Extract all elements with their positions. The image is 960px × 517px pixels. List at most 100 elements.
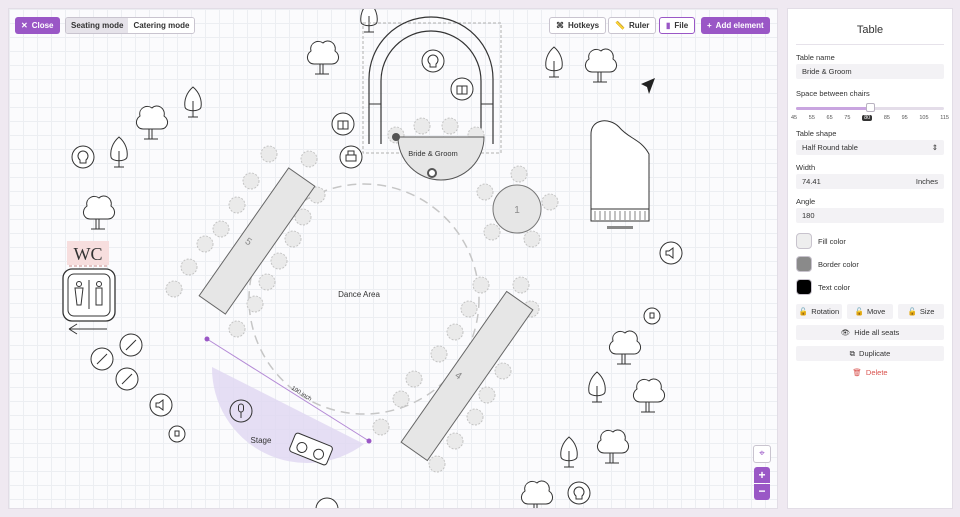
add-element-button[interactable]: + Add element <box>701 17 770 34</box>
angle-label: Angle <box>796 197 816 206</box>
duplicate-icon: ⧉ <box>849 348 856 358</box>
cake-icon <box>339 145 363 169</box>
stage-area[interactable] <box>211 367 364 464</box>
plug-icon <box>168 425 186 443</box>
angle-input[interactable]: 180 <box>796 208 944 223</box>
width-label: Width <box>796 163 816 172</box>
text-color-swatch[interactable] <box>796 279 812 295</box>
text-color-picker[interactable]: Text color <box>796 279 944 295</box>
tree-icon <box>110 136 128 168</box>
width-unit: Inches <box>915 177 938 186</box>
ruler-button[interactable]: 📏 Ruler <box>608 17 657 34</box>
light-bulb-icon <box>71 145 95 169</box>
ruler-label: 190 inch <box>290 386 312 403</box>
border-color-picker[interactable]: Border color <box>796 256 944 272</box>
select-arrows-icon: ⇕ <box>931 143 938 152</box>
speaker-icon <box>315 497 339 508</box>
trash-icon: 🗑 <box>852 368 862 377</box>
width-value: 74.41 <box>802 177 821 186</box>
bride-groom-area[interactable]: Bride & Groom <box>362 16 502 181</box>
file-button[interactable]: ▮ File <box>659 17 696 34</box>
resize-handle[interactable] <box>427 168 437 178</box>
tree-icon <box>306 40 340 75</box>
tree-icon <box>184 86 202 118</box>
crosshair-icon: ⌖ <box>759 448 765 459</box>
spacing-label: Space between chairs <box>796 89 870 98</box>
shape-value: Half Round table <box>802 143 858 152</box>
unlock-icon: 🔓 <box>854 307 864 316</box>
close-button[interactable]: ✕ Close <box>15 17 60 34</box>
size-lock-button[interactable]: 🔓Size <box>898 304 944 319</box>
fill-color-swatch[interactable] <box>796 233 812 249</box>
command-icon: ⌘ <box>556 21 564 30</box>
tree-icon <box>584 48 618 83</box>
exit-arrow-icon <box>68 323 107 335</box>
zoom-out-button[interactable]: − <box>754 484 770 500</box>
tree-icon <box>560 436 578 468</box>
firework-icon <box>119 333 143 357</box>
border-color-swatch[interactable] <box>796 256 812 272</box>
slider-ticks: 45 55 65 75 80 85 95 105 115 <box>791 115 949 121</box>
table-4-label: 4 <box>453 370 464 382</box>
tree-icon <box>135 105 169 140</box>
tree-icon <box>608 330 642 365</box>
close-icon: ✕ <box>21 21 28 30</box>
tree-icon <box>588 371 606 403</box>
catering-mode-tab[interactable]: Catering mode <box>128 18 195 33</box>
plus-icon: + <box>707 21 712 30</box>
table-1[interactable]: 1 <box>476 165 559 248</box>
spacing-slider[interactable] <box>796 103 944 114</box>
table-name-value: Bride & Groom <box>802 67 852 76</box>
width-input[interactable]: 74.41 Inches <box>796 174 944 189</box>
hide-seats-button[interactable]: 👁Hide all seats <box>796 325 944 340</box>
ruler-icon: 📏 <box>615 21 625 30</box>
table-1-label: 1 <box>514 205 520 216</box>
dj-console-icon <box>289 432 333 466</box>
table-name-label: Table name <box>796 53 835 62</box>
delete-button[interactable]: 🗑Delete <box>852 368 888 377</box>
move-lock-button[interactable]: 🔓Move <box>847 304 893 319</box>
table-name-input[interactable]: Bride & Groom <box>796 64 944 79</box>
rotate-handle[interactable] <box>392 133 400 141</box>
tree-icon <box>545 46 563 78</box>
seating-mode-tab[interactable]: Seating mode <box>66 18 129 33</box>
table-4[interactable]: 4 <box>372 276 540 473</box>
hotkeys-button[interactable]: ⌘ Hotkeys <box>549 17 607 34</box>
file-icon: ▮ <box>666 21 671 30</box>
eye-icon: 👁 <box>840 328 851 337</box>
tree-icon <box>596 429 630 464</box>
wc-label: WC <box>74 244 103 264</box>
speaker-icon <box>149 393 173 417</box>
table-5[interactable]: 5 <box>165 145 326 338</box>
duplicate-button[interactable]: ⧉Duplicate <box>796 346 944 361</box>
microphone-icon <box>229 399 253 423</box>
slider-thumb[interactable] <box>866 103 875 112</box>
floor-plan[interactable]: Dance Area Stage 190 inch <box>9 9 778 509</box>
wc-area[interactable]: WC <box>62 241 116 335</box>
speaker-icon <box>659 241 683 265</box>
light-bulb-icon <box>567 481 591 505</box>
zoom-in-button[interactable]: + <box>754 467 770 483</box>
table-5-label: 5 <box>243 236 254 248</box>
cursor-icon <box>641 78 655 94</box>
bride-groom-label: Bride & Groom <box>408 149 458 158</box>
shape-label: Table shape <box>796 129 837 138</box>
angle-value: 180 <box>802 211 815 220</box>
fill-color-picker[interactable]: Fill color <box>796 233 944 249</box>
mode-toggle[interactable]: Seating mode Catering mode <box>65 17 196 34</box>
stage-label: Stage <box>251 436 272 445</box>
firework-icon <box>90 347 114 371</box>
dance-area-label: Dance Area <box>338 290 380 299</box>
plug-icon <box>643 307 661 325</box>
tree-icon <box>82 195 116 230</box>
slider-value: 80 <box>862 115 873 121</box>
unlock-icon: 🔓 <box>907 307 917 316</box>
properties-panel: Table Table name Bride & Groom Space bet… <box>787 8 953 509</box>
floor-plan-canvas[interactable]: Dance Area Stage 190 inch <box>8 8 778 509</box>
piano-icon <box>590 120 650 229</box>
shape-select[interactable]: Half Round table ⇕ <box>796 140 944 155</box>
rotation-lock-button[interactable]: 🔓Rotation <box>796 304 842 319</box>
gift-icon <box>450 77 474 101</box>
recenter-button[interactable]: ⌖ <box>753 445 771 463</box>
panel-title: Table <box>796 24 944 45</box>
